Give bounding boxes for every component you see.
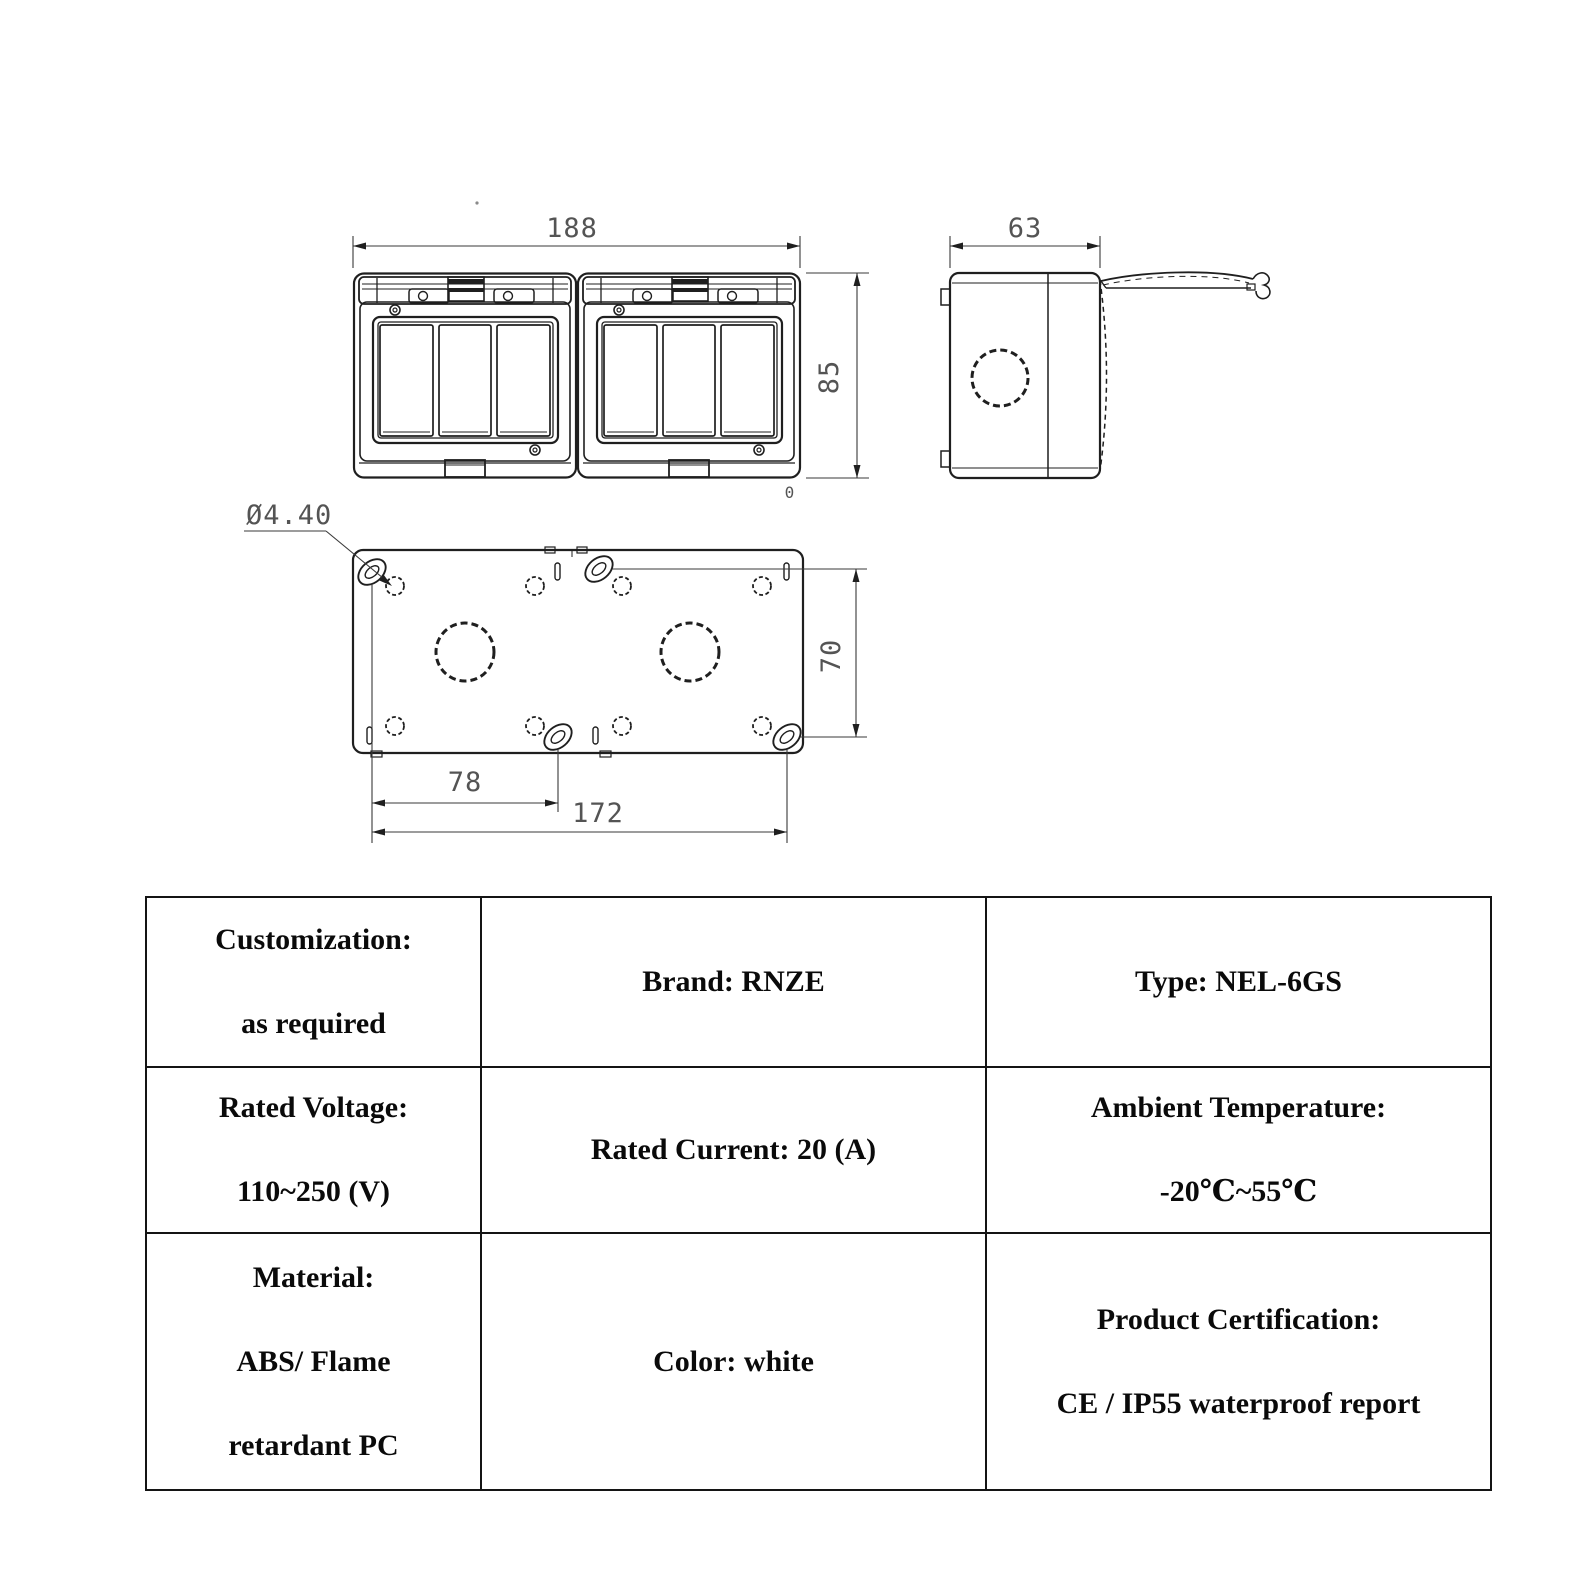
- spec-line: ABS/ Flame: [236, 1344, 391, 1378]
- spec-line: Product Certification:: [1096, 1302, 1381, 1336]
- spec-line: Ambient Temperature:: [1090, 1091, 1387, 1124]
- back-horizontal-dimensions: 78 172: [371, 584, 788, 843]
- spec-line: Customization:: [215, 923, 412, 956]
- spec-cell-rated-voltage: Rated Voltage: 110~250 (V): [147, 1068, 482, 1234]
- spec-line: as required: [241, 1007, 386, 1040]
- spec-line: -20℃~55℃: [1159, 1175, 1318, 1208]
- origin-zero-label: 0: [785, 483, 796, 502]
- spec-cell-ambient-temperature: Ambient Temperature: -20℃~55℃: [987, 1068, 1490, 1234]
- stray-dot: [475, 201, 479, 205]
- spec-cell-certification: Product Certification: CE / IP55 waterpr…: [987, 1234, 1490, 1489]
- mounting-slots: [357, 555, 802, 751]
- side-view: [940, 271, 1271, 480]
- cable-knockout-circle: [970, 348, 1030, 408]
- spec-line: Type: NEL-6GS: [1135, 965, 1342, 998]
- spec-cell-rated-current: Rated Current: 20 (A): [482, 1068, 987, 1234]
- front-view: [352, 272, 802, 479]
- spec-cell-color: Color: white: [482, 1234, 987, 1489]
- side-width-label: 63: [1008, 213, 1043, 244]
- spec-line: CE / IP55 waterproof report: [1056, 1386, 1421, 1420]
- hole-diameter-callout: Ø4.40: [244, 500, 392, 586]
- spec-cell-type: Type: NEL-6GS: [987, 898, 1490, 1068]
- front-width-dimension: 188: [352, 213, 801, 268]
- spec-cell-brand: Brand: RNZE: [482, 898, 987, 1068]
- back-vertical-dimension: 70: [612, 568, 867, 738]
- spec-cell-customization: Customization: as required: [147, 898, 482, 1068]
- front-height-dimension: 85 0: [785, 272, 869, 502]
- technical-drawing: 188 85 0 63: [244, 201, 1271, 843]
- far-hole-spacing-label: 172: [572, 798, 624, 829]
- spec-line: Brand: RNZE: [642, 965, 825, 998]
- hole-diameter-label: Ø4.40: [246, 500, 332, 531]
- spec-line: 110~250 (V): [236, 1175, 391, 1208]
- spec-line: retardant PC: [228, 1428, 399, 1462]
- cable-knockout-left: [434, 621, 496, 683]
- spec-cell-material: Material: ABS/ Flame retardant PC: [147, 1234, 482, 1489]
- spec-line: Rated Voltage:: [218, 1091, 409, 1124]
- open-lid: [1100, 271, 1271, 300]
- spec-line: Material:: [252, 1260, 375, 1294]
- side-width-dimension: 63: [949, 213, 1101, 268]
- lid-hook: [1252, 272, 1271, 300]
- back-vertical-label: 70: [816, 639, 847, 674]
- front-width-label: 188: [546, 213, 598, 244]
- spec-table: Customization: as required Brand: RNZE T…: [145, 896, 1492, 1491]
- spec-line: Rated Current: 20 (A): [590, 1133, 877, 1166]
- spec-line: Color: white: [653, 1344, 814, 1378]
- cable-knockout-right: [659, 621, 721, 683]
- front-height-label: 85: [814, 360, 845, 395]
- screw-holes: [385, 576, 772, 736]
- near-hole-spacing-label: 78: [448, 767, 483, 798]
- back-view: [351, 546, 805, 758]
